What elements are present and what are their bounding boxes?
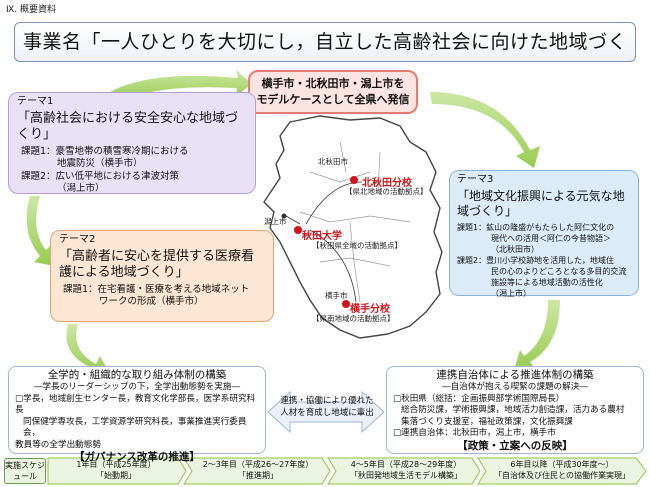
municipal-line4: □連携自治体：北秋田市，潟上市，横手市 <box>393 428 556 438</box>
theme1-box: テーマ1 「高齢社会における安全安心な地域づくり」 課題1：豪雪地帯の積雪寒冷期… <box>8 92 256 194</box>
theme3-item2b: 民の心のよりどころとなる多目的交流 <box>491 266 627 276</box>
center-line-1: 横手市・北秋田市・潟上市を <box>261 77 405 90</box>
university-line2: 同保健学専攻長，工学資源学研究科長，事業推進実行委員会， <box>23 416 247 439</box>
theme1-label: テーマ1 <box>17 96 54 107</box>
municipal-line3: 集落づくり支援室，福祉政策課，文化振興課 <box>401 416 573 427</box>
theme3-item1: 課題1：鉱山の隆盛がもたらした阿仁文化の <box>457 222 615 232</box>
schedule-arrow-4 <box>477 457 647 485</box>
schedule-arrow-2 <box>183 457 331 485</box>
schedule-phase-3: 4～5年目（平成28～29年度） 「秋田発地域生活モデル構築」 <box>336 458 476 484</box>
page-title: 事業名「一人ひとりを大切にし，自立した高齢社会に向けた地域づくり」 <box>14 22 636 91</box>
label-yokote-city: 横手市 <box>325 291 348 300</box>
map-outline <box>263 115 443 339</box>
theme3-heading: 「地域文化振興による元気な地域づくり」 <box>457 188 625 218</box>
municipal-footer: 【政策・立案への反映】 <box>457 439 573 452</box>
university-sub: ―学長のリーダーシップの下，全学出動態勢を実施― <box>33 382 241 392</box>
university-structure-box: 全学的・組織的な取り組み体制の構築 ―学長のリーダーシップの下，全学出動態勢を実… <box>8 366 266 463</box>
label-katagami-city: 潟上市 <box>264 217 287 226</box>
theme1-item2: 課題2：広い低平地における津波対策 <box>21 170 180 182</box>
phase-4-name: 「自治体及び住民との協働作業実現」 <box>494 471 630 480</box>
theme3-label: テーマ3 <box>457 174 494 185</box>
theme1-item1: 課題1：豪雪地帯の積雪寒冷期における <box>21 145 189 157</box>
cycle-arrow-lower-left <box>66 324 110 376</box>
marker-katagami <box>281 213 287 219</box>
label-kitaakita-note: 【県北地域の活動拠点】 <box>345 187 428 196</box>
akita-map <box>263 115 443 339</box>
label-kitaakita-city: 北秋田市 <box>318 157 348 166</box>
middle-double-arrow <box>267 390 385 434</box>
map-inner-lines <box>299 141 411 303</box>
theme3-box: テーマ3 「地域文化振興による元気な地域づくり」 課題1：鉱山の隆盛がもたらした… <box>449 170 639 298</box>
center-model-box: 横手市・北秋田市・潟上市を モデルケースとして全県へ発信 <box>248 70 418 114</box>
label-akita-note: 【秋田県全域の活動拠点】 <box>312 241 402 250</box>
phase-3-period: 4～5年目（平成28～29年度） <box>350 460 462 469</box>
phase-4-period: 6年目以降（平成30年度～） <box>510 460 614 469</box>
municipal-sub: ―自治体が抱える喫緊の課題の解決― <box>442 382 588 392</box>
center-line-2: モデルケースとして全県へ発信 <box>256 93 410 106</box>
middle-line2: 人材を育成し地域に輩出 <box>280 408 374 418</box>
university-footer: 【ガバナンス改革の推進】 <box>74 451 200 463</box>
schedule-arrow-1 <box>47 457 187 485</box>
theme3-item2c: 施設等による地域活動の活性化 <box>491 277 603 287</box>
theme2-item1b: ワークの形成（横手市） <box>99 296 204 307</box>
theme1-item1b: 地震防災（横手市） <box>57 158 143 169</box>
theme2-item1: 課題1：在宅看護・医療を考える地域ネット <box>63 283 250 295</box>
phase-1-period: 1年目（平成25年度） <box>76 460 156 469</box>
municipal-structure-box: 連携自治体による推進体制の構築 ―自治体が抱える喫緊の課題の解決― □秋田県（総… <box>386 366 644 454</box>
schedule-phase-4: 6年目以降（平成30年度～） 「自治体及び住民との協働作業実現」 <box>486 458 638 484</box>
municipal-line2: 総合防災課，学術振興課，地域活力創造課，活力ある農村 <box>401 405 625 415</box>
municipal-line1: □秋田県（総括：企画振興部学術国際局長） <box>393 393 565 404</box>
section-label: Ⅸ. 概要資料 <box>6 5 56 15</box>
university-line3: 教員等の全学出動態勢 <box>15 439 101 450</box>
phase-1-name: 「始動期」 <box>96 471 136 480</box>
phase-2-period: 2～3年目（平成26～27年度） <box>202 460 314 469</box>
theme2-heading: 「高齢者に安心を提供する医療看護による地域づくり」 <box>59 248 255 280</box>
schedule-arrow-3 <box>327 457 481 485</box>
schedule-header: 実施スケジュール <box>4 458 46 484</box>
marker-yokote <box>342 300 350 308</box>
map-link-katagami <box>285 215 301 225</box>
university-heading: 全学的・組織的な取り組み体制の構築 <box>47 369 227 381</box>
map-link-south <box>309 229 357 303</box>
marker-akita-univ <box>294 226 302 234</box>
theme3-item2d: （潟上市） <box>491 288 531 298</box>
label-akita-univ: 秋田大学 <box>302 231 342 242</box>
theme3-item1b: 現代への活用＜阿仁の今昔物語＞ <box>491 233 611 243</box>
middle-arrow-text: 連携・協働により優れた 人材を育成し地域に輩出 <box>270 390 384 436</box>
label-kitaakita-branch: 北秋田分校 <box>362 178 412 189</box>
marker-kitaakita <box>350 176 358 184</box>
cycle-arrow-top-right <box>430 92 540 168</box>
phase-2-name: 「推進期」 <box>238 471 278 480</box>
label-yokote-note: 【県南地域の活動拠点】 <box>312 314 395 323</box>
middle-line1: 連携・協働により優れた <box>280 396 374 406</box>
theme2-label: テーマ2 <box>59 234 96 245</box>
theme1-item2b: （潟上市） <box>57 183 105 194</box>
theme3-item1c: （北秋田市） <box>491 244 539 254</box>
label-yokote-branch: 横手分校 <box>350 304 390 315</box>
university-line1: □学長，地域創生センター長，教育文化学部長，医学系研究科長 <box>15 393 256 416</box>
theme2-box: テーマ2 「高齢者に安心を提供する医療看護による地域づくり」 課題1：在宅看護・… <box>50 230 274 322</box>
cycle-arrow-right <box>514 300 560 370</box>
theme1-heading: 「高齢社会における安全安心な地域づくり」 <box>17 110 239 142</box>
municipal-heading: 連携自治体による推進体制の構築 <box>436 369 594 381</box>
theme3-item2: 課題2：豊川小学校跡地を活用した，地域住 <box>457 255 614 265</box>
phase-3-name: 「秋田発地域生活モデル構築」 <box>350 471 462 480</box>
cycle-arrow-left <box>26 196 54 266</box>
schedule-phase-1: 1年目（平成25年度） 「始動期」 <box>52 458 180 484</box>
schedule-phase-2: 2～3年目（平成26～27年度） 「推進期」 <box>192 458 324 484</box>
